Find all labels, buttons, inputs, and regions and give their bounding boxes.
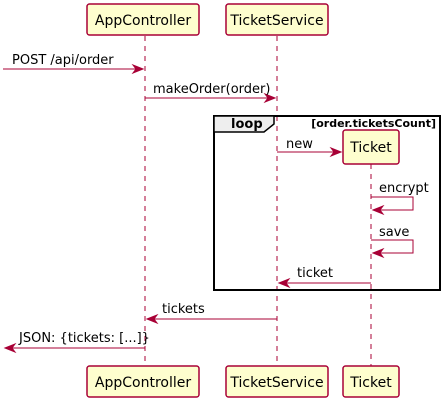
message-post-order: POST /api/order [3, 53, 145, 75]
participant-ticket-service-top: TicketService [225, 3, 329, 36]
message-save: save [371, 225, 414, 259]
message-json-response: JSON: {tickets: [...]} [3, 331, 150, 354]
loop-frame [213, 115, 441, 291]
svg-text:tickets: tickets [162, 302, 205, 317]
svg-text:new: new [286, 137, 313, 152]
participant-ticket-created: Ticket [342, 129, 400, 165]
message-make-order: makeOrder(order) [145, 82, 277, 104]
svg-text:ticket: ticket [297, 266, 333, 281]
message-new: new [277, 137, 343, 158]
loop-keyword: loop [231, 117, 263, 132]
message-encrypt: encrypt [371, 181, 429, 216]
svg-text:POST /api/order: POST /api/order [12, 53, 114, 68]
participant-ticket-bottom: Ticket [342, 365, 400, 398]
participant-ticket-service-bottom: TicketService [225, 365, 329, 398]
message-ticket-return: ticket [277, 266, 371, 289]
svg-text:makeOrder(order): makeOrder(order) [153, 82, 270, 97]
svg-text:save: save [379, 225, 409, 240]
loop-tab [213, 115, 275, 133]
loop-guard: [order.ticketsCount] [311, 117, 436, 130]
participant-label: AppController [95, 13, 191, 29]
message-tickets-return: tickets [145, 302, 277, 325]
participant-app-controller-bottom: AppController [86, 365, 200, 398]
participant-label: AppController [95, 375, 191, 391]
svg-text:JSON: {tickets: [...]}: JSON: {tickets: [...]} [18, 331, 150, 346]
participant-app-controller-top: AppController [86, 3, 200, 36]
svg-text:encrypt: encrypt [379, 181, 429, 196]
participant-label: Ticket [349, 140, 392, 156]
loop-fragment: loop [order.ticketsCount] [213, 115, 441, 291]
participant-label: TicketService [229, 375, 323, 391]
participant-label: TicketService [229, 13, 323, 29]
participant-label: Ticket [349, 375, 392, 391]
